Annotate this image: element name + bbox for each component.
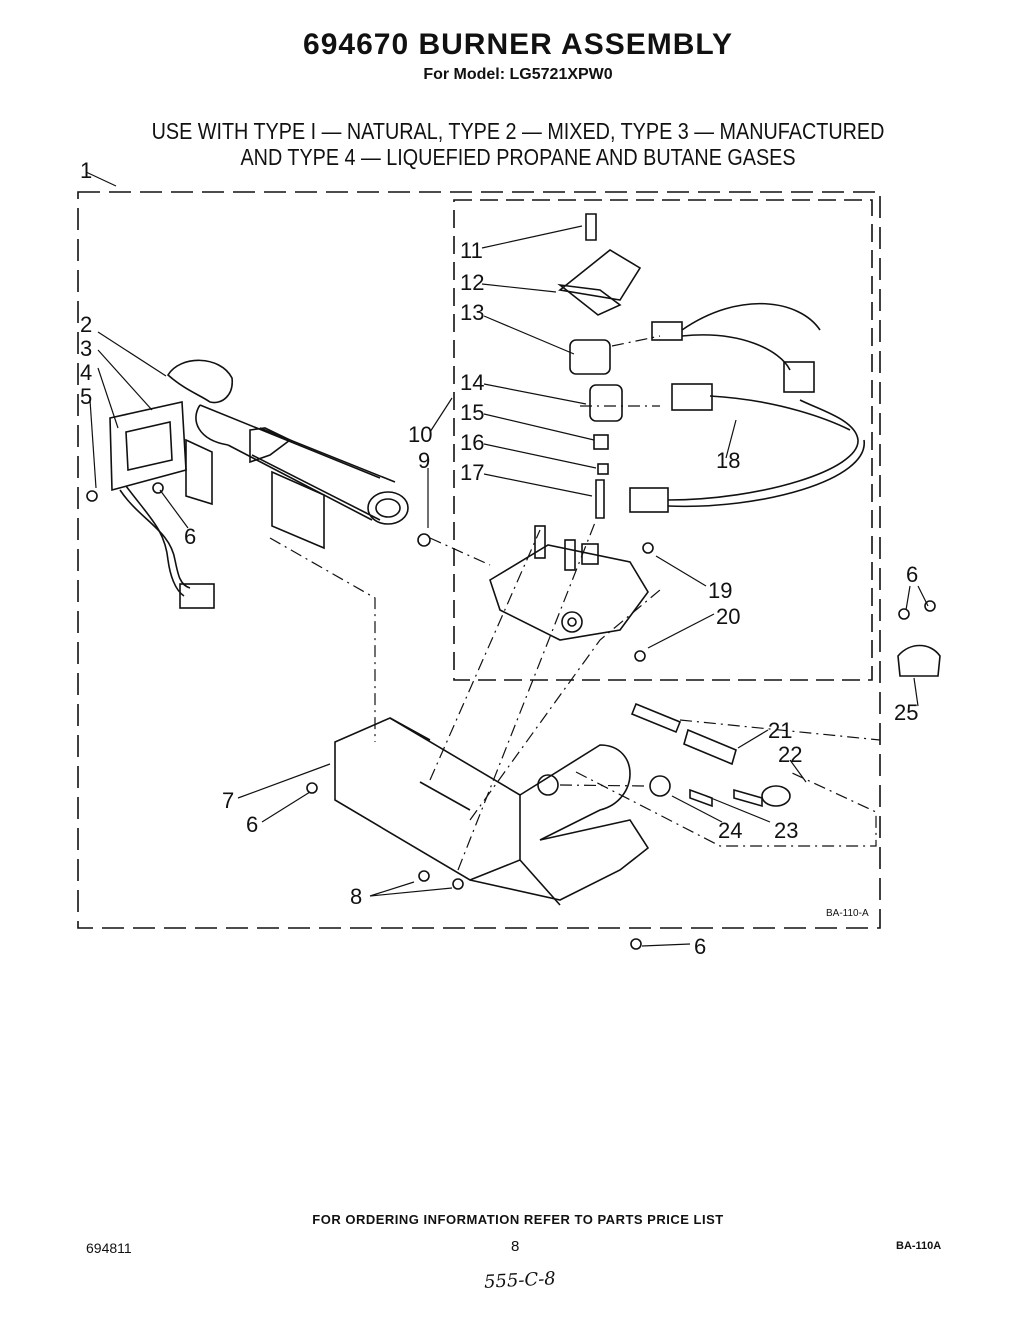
page-number: 8 — [511, 1238, 520, 1255]
callout-19: 19 — [708, 578, 732, 603]
callout-10: 10 — [408, 422, 432, 447]
callout-6-left: 6 — [184, 524, 196, 549]
callout-13: 13 — [460, 300, 484, 325]
assembly-frame — [77, 191, 881, 929]
callout-16: 16 — [460, 430, 484, 455]
callout-9: 9 — [418, 448, 430, 473]
gas-use-line-2: AND TYPE 4 — LIQUEFIED PROPANE AND BUTAN… — [240, 144, 796, 170]
fittings — [630, 644, 941, 808]
page-title: 694670 BURNER ASSEMBLY — [303, 28, 733, 61]
callout-5: 5 — [80, 384, 92, 409]
callout-15: 15 — [460, 400, 484, 425]
callout-17: 17 — [460, 460, 484, 485]
callout-7: 7 — [222, 788, 234, 813]
valve-subassembly-frame — [453, 199, 873, 681]
page-code: BA-110A — [896, 1240, 942, 1252]
callout-6-chassis: 6 — [246, 812, 258, 837]
ordering-info: FOR ORDERING INFORMATION REFER TO PARTS … — [312, 1212, 724, 1227]
callout-24: 24 — [718, 818, 742, 843]
wire-harness — [629, 302, 865, 513]
callout-6-right: 6 — [906, 562, 918, 587]
callout-22: 22 — [778, 742, 802, 767]
connection-lines — [269, 335, 881, 871]
burner-bracket — [334, 717, 650, 906]
callout-11: 11 — [460, 238, 483, 263]
diagram-code: BA-110-A — [826, 908, 869, 919]
callout-8: 8 — [350, 884, 362, 909]
callout-18: 18 — [716, 448, 740, 473]
leader-lines — [85, 171, 929, 947]
callout-14: 14 — [460, 370, 484, 395]
ignitor-bracket — [109, 401, 215, 609]
callout-3: 3 — [80, 336, 92, 361]
callout-2: 2 — [80, 312, 92, 337]
callout-23: 23 — [774, 818, 798, 843]
gas-use-line-1: USE WITH TYPE I — NATURAL, TYPE 2 — MIXE… — [151, 118, 885, 144]
callout-25: 25 — [894, 700, 918, 725]
burner-tube — [166, 359, 409, 550]
callout-1: 1 — [80, 158, 92, 183]
callout-4: 4 — [80, 360, 92, 385]
model-line: For Model: LG5721XPW0 — [423, 66, 613, 83]
document-number: 694811 — [86, 1240, 132, 1256]
callout-20: 20 — [716, 604, 740, 629]
handwritten-note: 555-C-8 — [483, 1268, 557, 1293]
callout-12: 12 — [460, 270, 484, 295]
gas-valve — [489, 213, 649, 641]
callout-21: 21 — [768, 718, 792, 743]
screws — [86, 482, 936, 950]
callout-6-bottom: 6 — [694, 934, 706, 959]
